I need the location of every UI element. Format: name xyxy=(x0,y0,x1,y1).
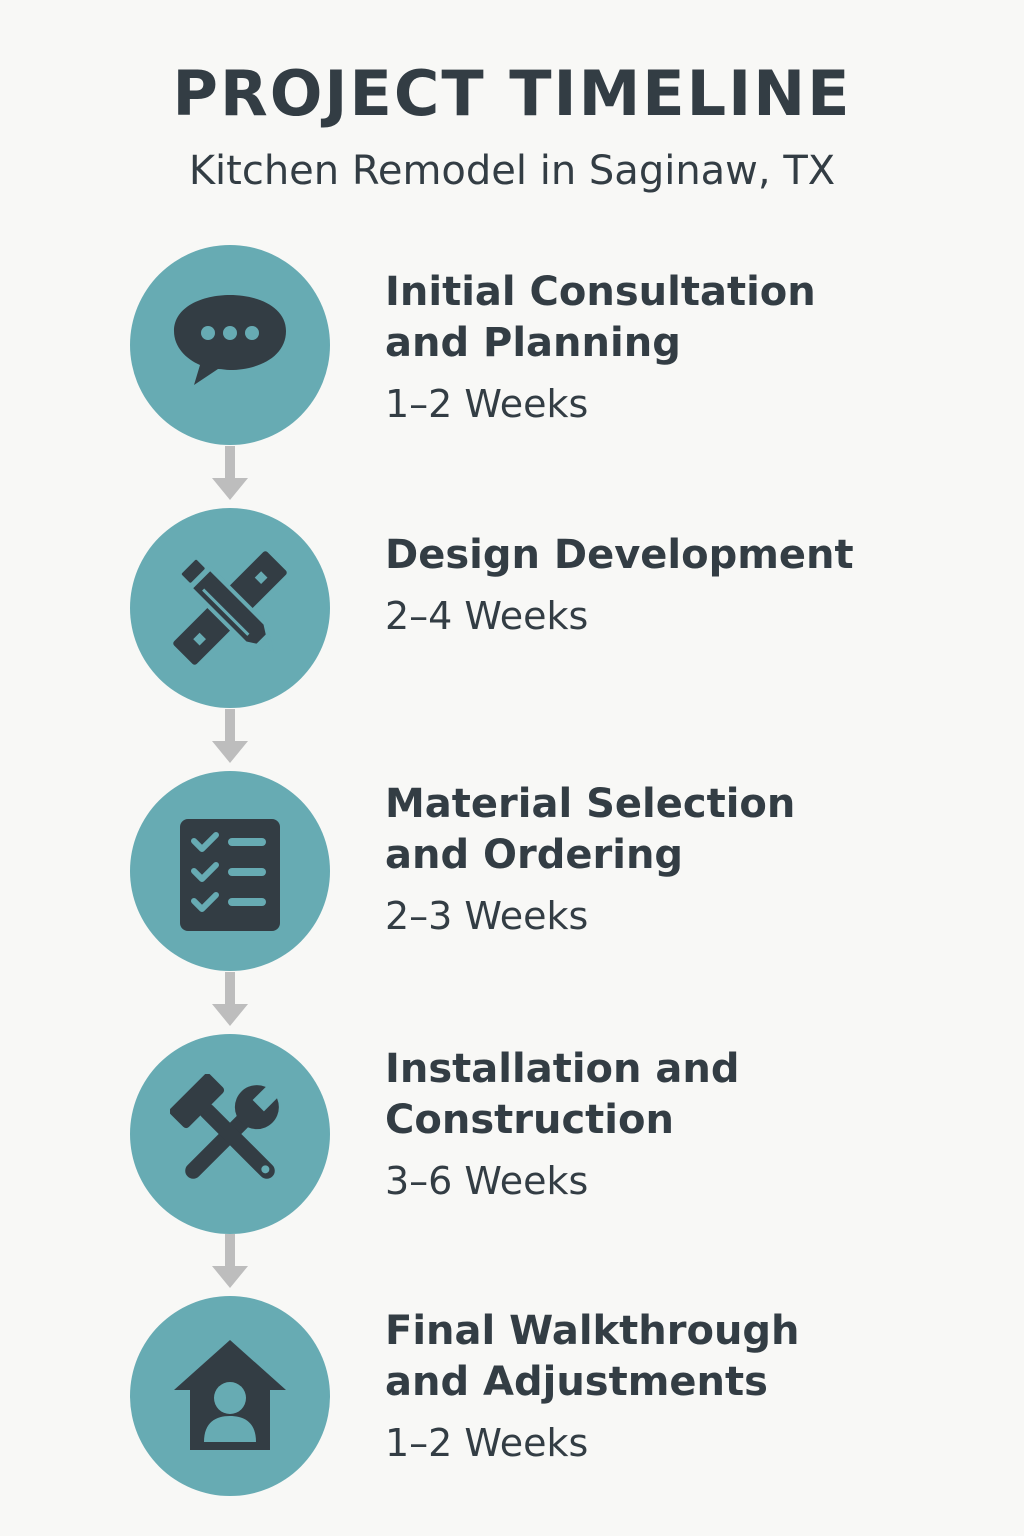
pencil-ruler-icon xyxy=(173,551,287,665)
step-title: Initial Consultation and Planning xyxy=(385,267,985,369)
down-arrow-icon xyxy=(212,1234,248,1288)
step-circle xyxy=(130,771,330,971)
step-text: Design Development 2–4 Weeks xyxy=(385,530,985,641)
step-duration: 3–6 Weeks xyxy=(385,1159,589,1203)
page-subtitle: Kitchen Remodel in Saginaw, TX xyxy=(188,148,836,194)
step-title: Design Development xyxy=(385,530,985,581)
checklist-icon xyxy=(180,819,280,931)
step-duration: 2–4 Weeks xyxy=(385,594,589,638)
down-arrow-icon xyxy=(212,709,248,763)
step-title-line: Final Walkthrough xyxy=(385,1308,800,1354)
step-circle xyxy=(130,1296,330,1496)
step-title-line: Construction xyxy=(385,1097,674,1143)
house-person-icon xyxy=(174,1340,286,1450)
step-circle xyxy=(130,1034,330,1234)
down-arrow-icon xyxy=(212,972,248,1026)
step-title-line: and Ordering xyxy=(385,832,684,878)
down-arrow-icon xyxy=(212,446,248,500)
step-title-line: Installation and xyxy=(385,1046,740,1092)
step-title: Installation and Construction xyxy=(385,1044,985,1146)
step-title: Material Selection and Ordering xyxy=(385,779,985,881)
step-title-line: Initial Consultation xyxy=(385,269,816,315)
step-title-line: Material Selection xyxy=(385,781,796,827)
timeline-step-materials: Material Selection and Ordering 2–3 Week… xyxy=(0,771,1024,971)
step-title-line: Design Development xyxy=(385,532,854,578)
step-text: Installation and Construction 3–6 Weeks xyxy=(385,1044,985,1206)
timeline-step-walkthrough: Final Walkthrough and Adjustments 1–2 We… xyxy=(0,1296,1024,1496)
step-text: Initial Consultation and Planning 1–2 We… xyxy=(385,267,985,429)
step-text: Material Selection and Ordering 2–3 Week… xyxy=(385,779,985,941)
step-duration: 1–2 Weeks xyxy=(385,1421,589,1465)
page-title: PROJECT TIMELINE xyxy=(172,57,852,130)
step-duration: 1–2 Weeks xyxy=(385,382,589,426)
timeline-step-consultation: Initial Consultation and Planning 1–2 We… xyxy=(0,245,1024,445)
timeline-step-design: Design Development 2–4 Weeks xyxy=(0,508,1024,708)
step-title-line: and Adjustments xyxy=(385,1359,768,1405)
step-circle xyxy=(130,508,330,708)
step-text: Final Walkthrough and Adjustments 1–2 We… xyxy=(385,1306,985,1468)
step-duration: 2–3 Weeks xyxy=(385,894,589,938)
wrench-hammer-icon xyxy=(170,1074,281,1179)
timeline-step-installation: Installation and Construction 3–6 Weeks xyxy=(0,1034,1024,1234)
step-title: Final Walkthrough and Adjustments xyxy=(385,1306,985,1408)
step-circle xyxy=(130,245,330,445)
step-title-line: and Planning xyxy=(385,320,681,366)
speech-bubble-icon xyxy=(174,295,286,385)
